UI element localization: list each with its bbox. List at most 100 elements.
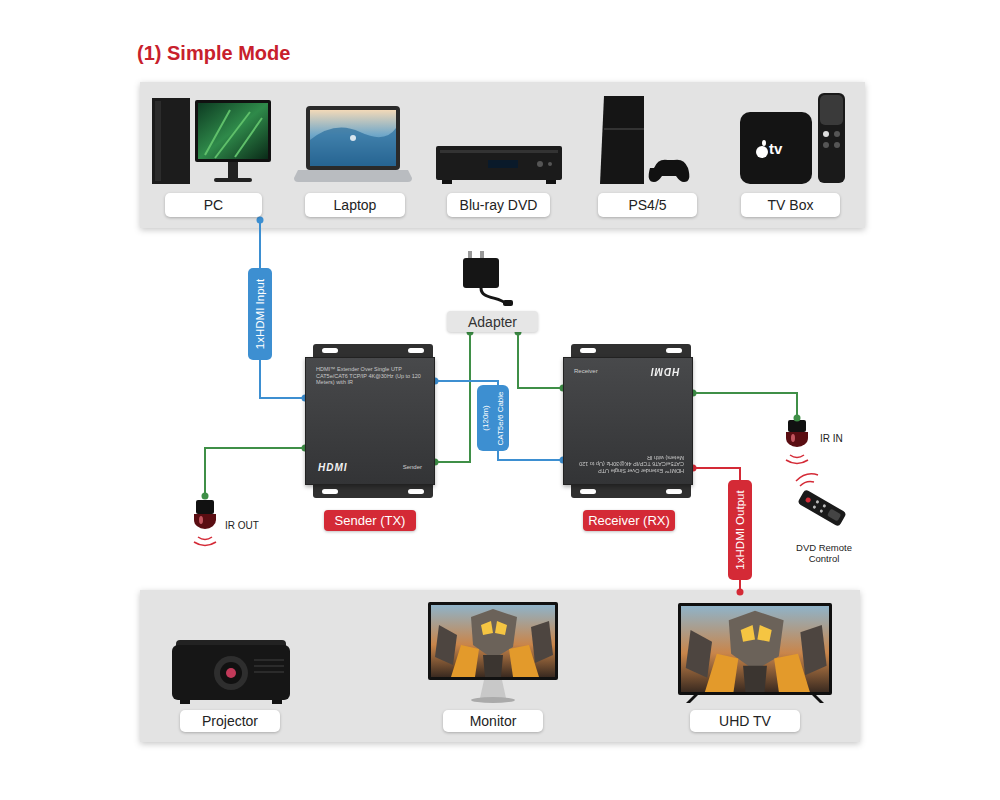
source-device: TV Box	[732, 90, 850, 220]
sender-ears	[313, 344, 433, 357]
projector-image	[172, 645, 290, 700]
source-device: PC	[148, 90, 274, 220]
remote-image	[800, 482, 814, 487]
ps-image	[649, 160, 690, 182]
projector-image	[172, 640, 290, 704]
laptop-image	[310, 110, 396, 166]
edge-label: 1xHDMI Output	[728, 480, 752, 580]
ir-in-emitter	[790, 455, 804, 458]
projector-image	[214, 656, 248, 690]
sender-ears	[322, 489, 338, 494]
connector-line	[205, 448, 305, 496]
edge-label: 1xHDMI Input	[248, 268, 272, 360]
laptop-image	[294, 170, 412, 182]
adapter-label: Adapter	[447, 311, 538, 332]
connector-line	[435, 332, 470, 462]
remote-image	[797, 489, 847, 527]
bluray-image	[488, 160, 518, 168]
tvbox-image	[762, 140, 766, 146]
bluray-image	[537, 161, 543, 167]
receiver-ears	[666, 489, 682, 494]
connector-line	[435, 381, 563, 460]
projector-image	[254, 660, 284, 672]
receiver-ears	[666, 348, 682, 353]
remote-image	[822, 504, 826, 508]
projector-image	[226, 668, 236, 678]
tvbox-image	[823, 142, 829, 148]
unit-label: Receiver (RX)	[583, 510, 675, 531]
panel-print: Sender	[403, 464, 422, 470]
connector-line	[518, 332, 563, 388]
pc-image	[155, 101, 161, 181]
remote-image	[805, 497, 812, 504]
tvbox-image	[756, 146, 768, 158]
pc-image	[152, 98, 271, 184]
logo-text: tv	[769, 140, 782, 157]
remote-image	[819, 509, 823, 513]
display-band	[140, 590, 860, 742]
remote-image	[815, 500, 819, 504]
source-device: Blu-ray DVD	[432, 90, 566, 220]
hdmi-logo: HDMI	[318, 462, 348, 473]
remote-control: DVD Remote Control	[782, 474, 866, 568]
device-label: PC	[165, 193, 262, 217]
input-tag	[248, 268, 272, 360]
monitor-image	[431, 605, 555, 677]
ir-label: IR OUT	[225, 520, 259, 531]
projector-image	[220, 662, 242, 684]
source-device: PS4/5	[590, 90, 702, 220]
tvbox-image	[818, 93, 845, 183]
receiver-ears	[580, 348, 596, 353]
tvbox-image	[820, 95, 843, 125]
adapter-image	[503, 300, 513, 306]
monitor-image	[471, 697, 515, 703]
device-label: UHD TV	[690, 710, 800, 732]
ps-image	[600, 96, 644, 184]
tvbox-image	[834, 142, 840, 148]
device-label: Monitor	[443, 710, 543, 732]
connector-dot	[202, 493, 209, 500]
adapter-image	[463, 251, 513, 306]
bluray-image	[546, 180, 556, 184]
device-label: Laptop	[305, 193, 405, 217]
bluray-image	[436, 146, 562, 180]
ir-in-emitter	[786, 460, 808, 464]
remote-image	[827, 509, 841, 522]
ir-out-emitter	[194, 542, 216, 546]
adapter-image	[468, 251, 472, 259]
connector-dot	[737, 589, 744, 596]
tv-image	[678, 603, 832, 703]
device-label: Projector	[180, 710, 280, 732]
panel-print: HDMI™ Extender Over Single UTP CAT5e/CAT…	[572, 454, 684, 474]
ir-label: IR IN	[820, 433, 843, 444]
laptop-image	[310, 128, 396, 167]
bluray-image	[440, 150, 558, 153]
source-band	[140, 82, 865, 228]
ir-out-emitter	[194, 500, 216, 546]
bluray-image	[442, 180, 452, 184]
remote-image	[796, 474, 818, 481]
receiver-ears	[580, 489, 596, 494]
ir-out-emitter	[196, 500, 214, 514]
source-device: Laptop	[288, 90, 416, 220]
sender-ears	[322, 348, 338, 353]
output-tag	[728, 480, 752, 580]
ir-in-emitter	[788, 420, 806, 432]
ps-image	[604, 128, 644, 130]
connector-dot	[257, 217, 264, 224]
pc-image	[195, 100, 271, 162]
unit-label: Sender (TX)	[324, 510, 416, 531]
receiver-ears	[571, 485, 691, 498]
device-label: TV Box	[741, 193, 840, 217]
pc-image	[228, 162, 238, 178]
remote-image	[812, 505, 816, 509]
tvbox-image	[834, 131, 840, 137]
device-label: Blu-ray DVD	[447, 193, 550, 217]
hdmi-logo: HDMI	[650, 366, 680, 377]
laptop-image	[306, 106, 400, 170]
display-device: Projector	[160, 630, 300, 734]
ir-out-emitter	[194, 514, 216, 529]
cable-length: (120m)	[480, 385, 492, 451]
power-adapter: Adapter	[447, 311, 538, 332]
